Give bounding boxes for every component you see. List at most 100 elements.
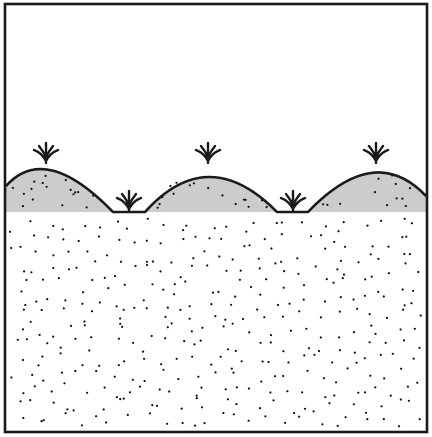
soil-dot — [212, 292, 214, 294]
soil-dot — [41, 309, 43, 311]
soil-dot — [156, 405, 158, 407]
soil-dot — [22, 359, 24, 361]
soil-dot — [74, 370, 76, 372]
soil-dot — [297, 273, 299, 275]
soil-dot — [146, 264, 148, 266]
soil-dot — [353, 298, 355, 300]
soil-dot — [364, 278, 366, 280]
soil-dot — [133, 307, 135, 309]
soil-dot — [61, 372, 63, 374]
soil-dot — [400, 398, 402, 400]
soil-dot — [222, 412, 224, 414]
soil-dot — [336, 268, 338, 270]
soil-dot — [306, 370, 308, 372]
soil-dot — [383, 418, 385, 420]
ridge-dot — [401, 198, 403, 200]
soil-dot — [298, 416, 300, 418]
soil-dot — [60, 347, 62, 349]
soil-dot — [29, 220, 31, 222]
ridge-dot — [61, 204, 63, 206]
soil-dot — [320, 316, 322, 318]
soil-dot — [414, 328, 416, 330]
soil-dot — [181, 408, 183, 410]
soil-dot — [180, 276, 182, 278]
soil-dot — [129, 391, 131, 393]
soil-dot — [118, 239, 120, 241]
soil-dot — [277, 304, 279, 306]
soil-dot — [124, 284, 126, 286]
soil-dot — [343, 274, 345, 276]
soil-dot — [220, 356, 222, 358]
ridge-dot — [235, 203, 237, 205]
soil-dot — [377, 291, 379, 293]
ridge-dot — [12, 187, 14, 189]
soil-dot — [83, 320, 85, 322]
soil-dot — [42, 279, 44, 281]
soil-dot — [258, 258, 260, 260]
soil-dot — [23, 309, 25, 311]
soil-dot — [147, 218, 149, 220]
soil-dot — [304, 408, 306, 410]
soil-dot — [29, 399, 31, 401]
ridge-dot — [391, 174, 393, 176]
soil-dot — [411, 222, 413, 224]
soil-dot — [232, 258, 234, 260]
soil-dot — [413, 358, 415, 360]
soil-dot — [116, 305, 118, 307]
ridge-dot — [189, 184, 191, 186]
soil-dot — [353, 331, 355, 333]
soil-dot — [143, 299, 145, 301]
soil-dot — [126, 228, 128, 230]
soil-dot — [164, 316, 166, 318]
soil-dot — [127, 414, 129, 416]
soil-dot — [365, 412, 367, 414]
soil-dot — [288, 303, 290, 305]
soil-dot — [208, 237, 210, 239]
soil-dot — [144, 380, 146, 382]
soil-dot — [392, 353, 394, 355]
ridge-dot — [395, 183, 397, 185]
soil-dot — [139, 386, 141, 388]
soil-dot — [405, 236, 407, 238]
soil-dot — [134, 241, 136, 243]
soil-dot — [280, 261, 282, 263]
soil-dot — [353, 403, 355, 405]
soil-dot — [17, 339, 19, 341]
soil-dot — [191, 356, 193, 358]
soil-dot — [332, 282, 334, 284]
soil-dot — [22, 328, 24, 330]
soil-dot — [74, 338, 76, 340]
soil-dot — [401, 236, 403, 238]
soil-dot — [210, 364, 212, 366]
soil-dot — [52, 267, 54, 269]
soil-dot — [248, 420, 250, 422]
soil-dot — [417, 271, 419, 273]
soil-dot — [119, 317, 121, 319]
soil-dot — [121, 326, 123, 328]
soil-dot — [62, 228, 64, 230]
soil-dot — [303, 299, 305, 301]
soil-dot — [81, 364, 83, 366]
soil-dot — [264, 415, 266, 417]
soil-dot — [262, 360, 264, 362]
ridge-dot — [261, 199, 263, 201]
soil-dot — [132, 379, 134, 381]
ridge-dot — [86, 206, 88, 208]
soil-dot — [201, 327, 203, 329]
soil-dot — [323, 377, 325, 379]
soil-dot — [98, 365, 100, 367]
soil-dot — [120, 261, 122, 263]
soil-dot — [114, 275, 116, 277]
soil-dot — [420, 314, 422, 316]
soil-dot — [206, 264, 208, 266]
soil-dot — [30, 271, 32, 273]
soil-dot — [41, 420, 43, 422]
soil-dot — [416, 382, 418, 384]
soil-dot — [324, 300, 326, 302]
soil-dot — [310, 235, 312, 237]
soil-dot — [345, 416, 347, 418]
soil-dot — [408, 400, 410, 402]
soil-dot — [218, 255, 220, 257]
soil-dot — [167, 307, 169, 309]
